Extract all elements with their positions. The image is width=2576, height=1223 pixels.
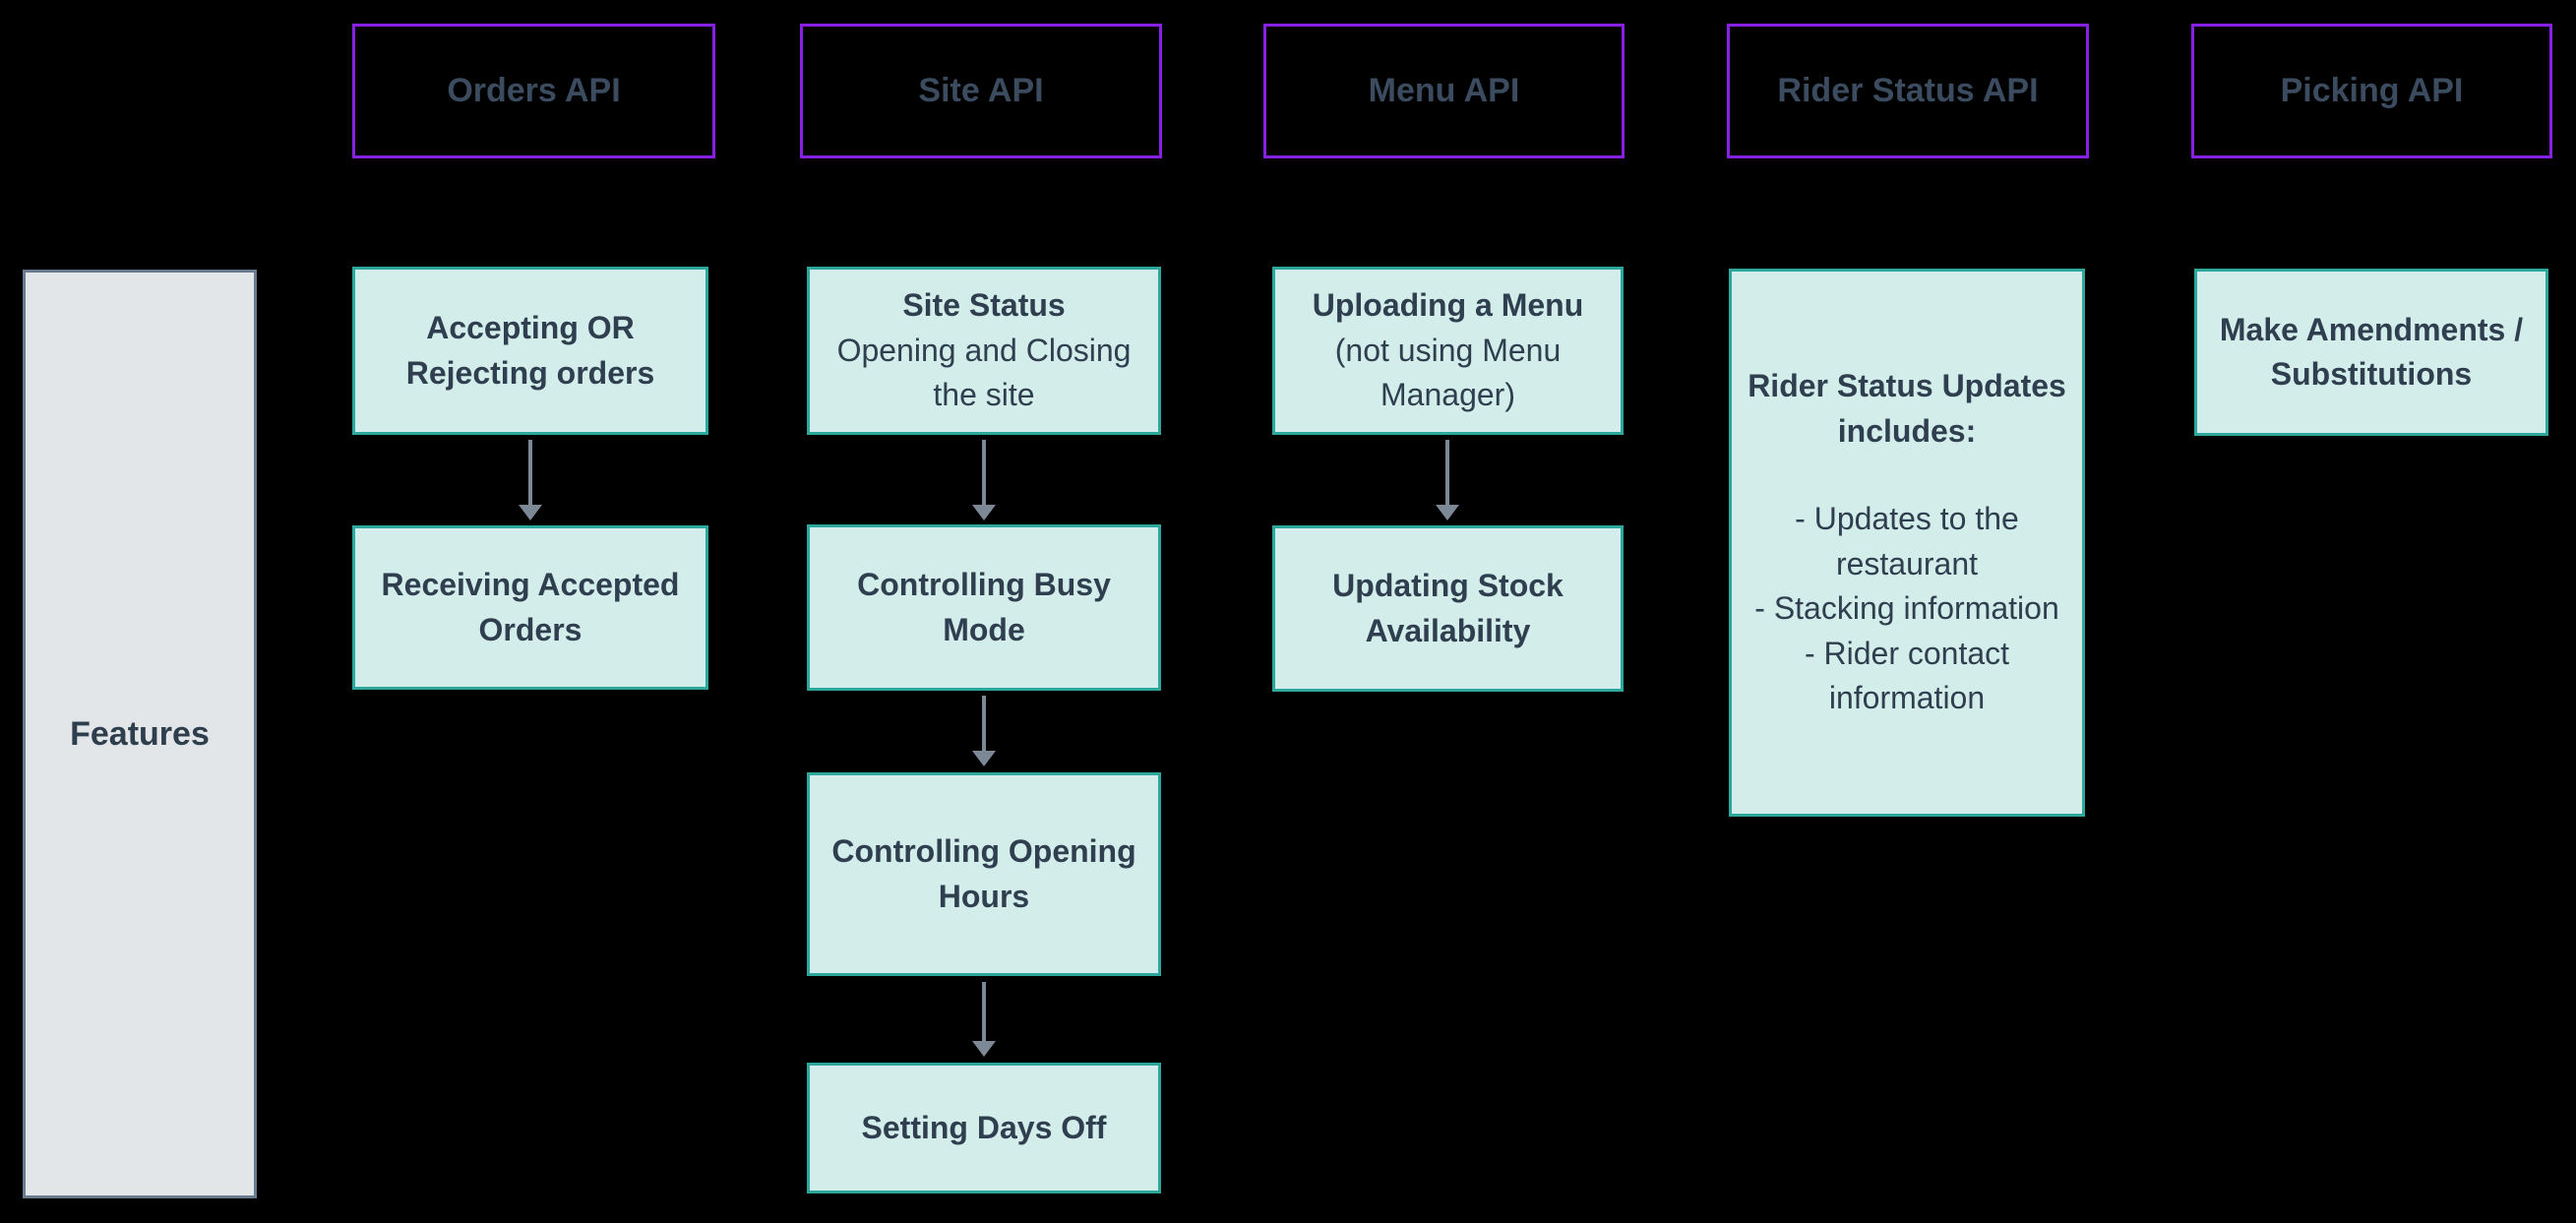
arrow-stem [982,982,986,1041]
api-header-site: Site API [800,24,1162,158]
card-subtitle: Opening and Closing the site [836,332,1132,413]
card-title: Updating Stock Availability [1332,568,1564,648]
features-panel: Features [23,270,257,1198]
arrow-head [972,751,996,766]
arrow-head [519,505,542,520]
arrow-down-icon [972,696,996,766]
card-title: Controlling Opening Hours [831,833,1136,914]
card-title: Make Amendments / Substitutions [2219,311,2524,392]
api-header-label: Menu API [1368,72,1520,109]
card-title: Controlling Busy Mode [857,567,1111,647]
arrow-down-icon [519,440,542,520]
api-header-label: Site API [918,72,1044,109]
bullet-item: - Stacking information [1754,590,2059,627]
arrow-stem [1445,440,1449,505]
arrow-stem [982,696,986,751]
card-uploading-a-menu: Uploading a Menu (not using Menu Manager… [1272,267,1624,435]
card-title: Uploading a Menu [1312,287,1584,324]
api-header-orders: Orders API [352,24,715,158]
card-accepting-rejecting-orders: Accepting OR Rejecting orders [352,267,708,435]
card-updating-stock-availability: Updating Stock Availability [1272,525,1624,692]
bullet-item: - Updates to the restaurant [1795,501,2019,581]
api-header-label: Picking API [2280,72,2464,109]
card-site-status: Site Status Opening and Closing the site [807,267,1161,435]
api-header-picking: Picking API [2191,24,2552,158]
card-controlling-opening-hours: Controlling Opening Hours [807,772,1161,976]
card-title: Site Status [902,287,1066,324]
card-title: Rider Status Updates includes: [1748,368,2066,449]
card-bullet-list: - Updates to the restaurant - Stacking i… [1744,497,2070,720]
api-header-rider-status: Rider Status API [1727,24,2089,158]
card-setting-days-off: Setting Days Off [807,1063,1161,1193]
card-controlling-busy-mode: Controlling Busy Mode [807,524,1161,691]
card-subtitle: (not using Menu Manager) [1334,332,1562,413]
api-header-label: Orders API [447,72,621,109]
arrow-stem [982,440,986,505]
bullet-item: - Rider contact information [1804,635,2010,716]
arrow-head [1436,505,1459,520]
arrow-head [972,505,996,520]
arrow-down-icon [972,440,996,520]
arrow-head [972,1041,996,1057]
card-receiving-accepted-orders: Receiving Accepted Orders [352,525,708,690]
arrow-down-icon [972,982,996,1057]
arrow-down-icon [1436,440,1459,520]
api-header-menu: Menu API [1263,24,1625,158]
card-title: Setting Days Off [861,1109,1107,1145]
features-label: Features [70,714,210,753]
arrow-stem [528,440,532,505]
card-rider-status-updates: Rider Status Updates includes: - Updates… [1729,269,2085,817]
card-title: Receiving Accepted Orders [381,567,680,647]
card-title: Accepting OR Rejecting orders [405,310,655,391]
card-make-amendments-substitutions: Make Amendments / Substitutions [2194,269,2548,436]
api-header-label: Rider Status API [1777,72,2039,109]
